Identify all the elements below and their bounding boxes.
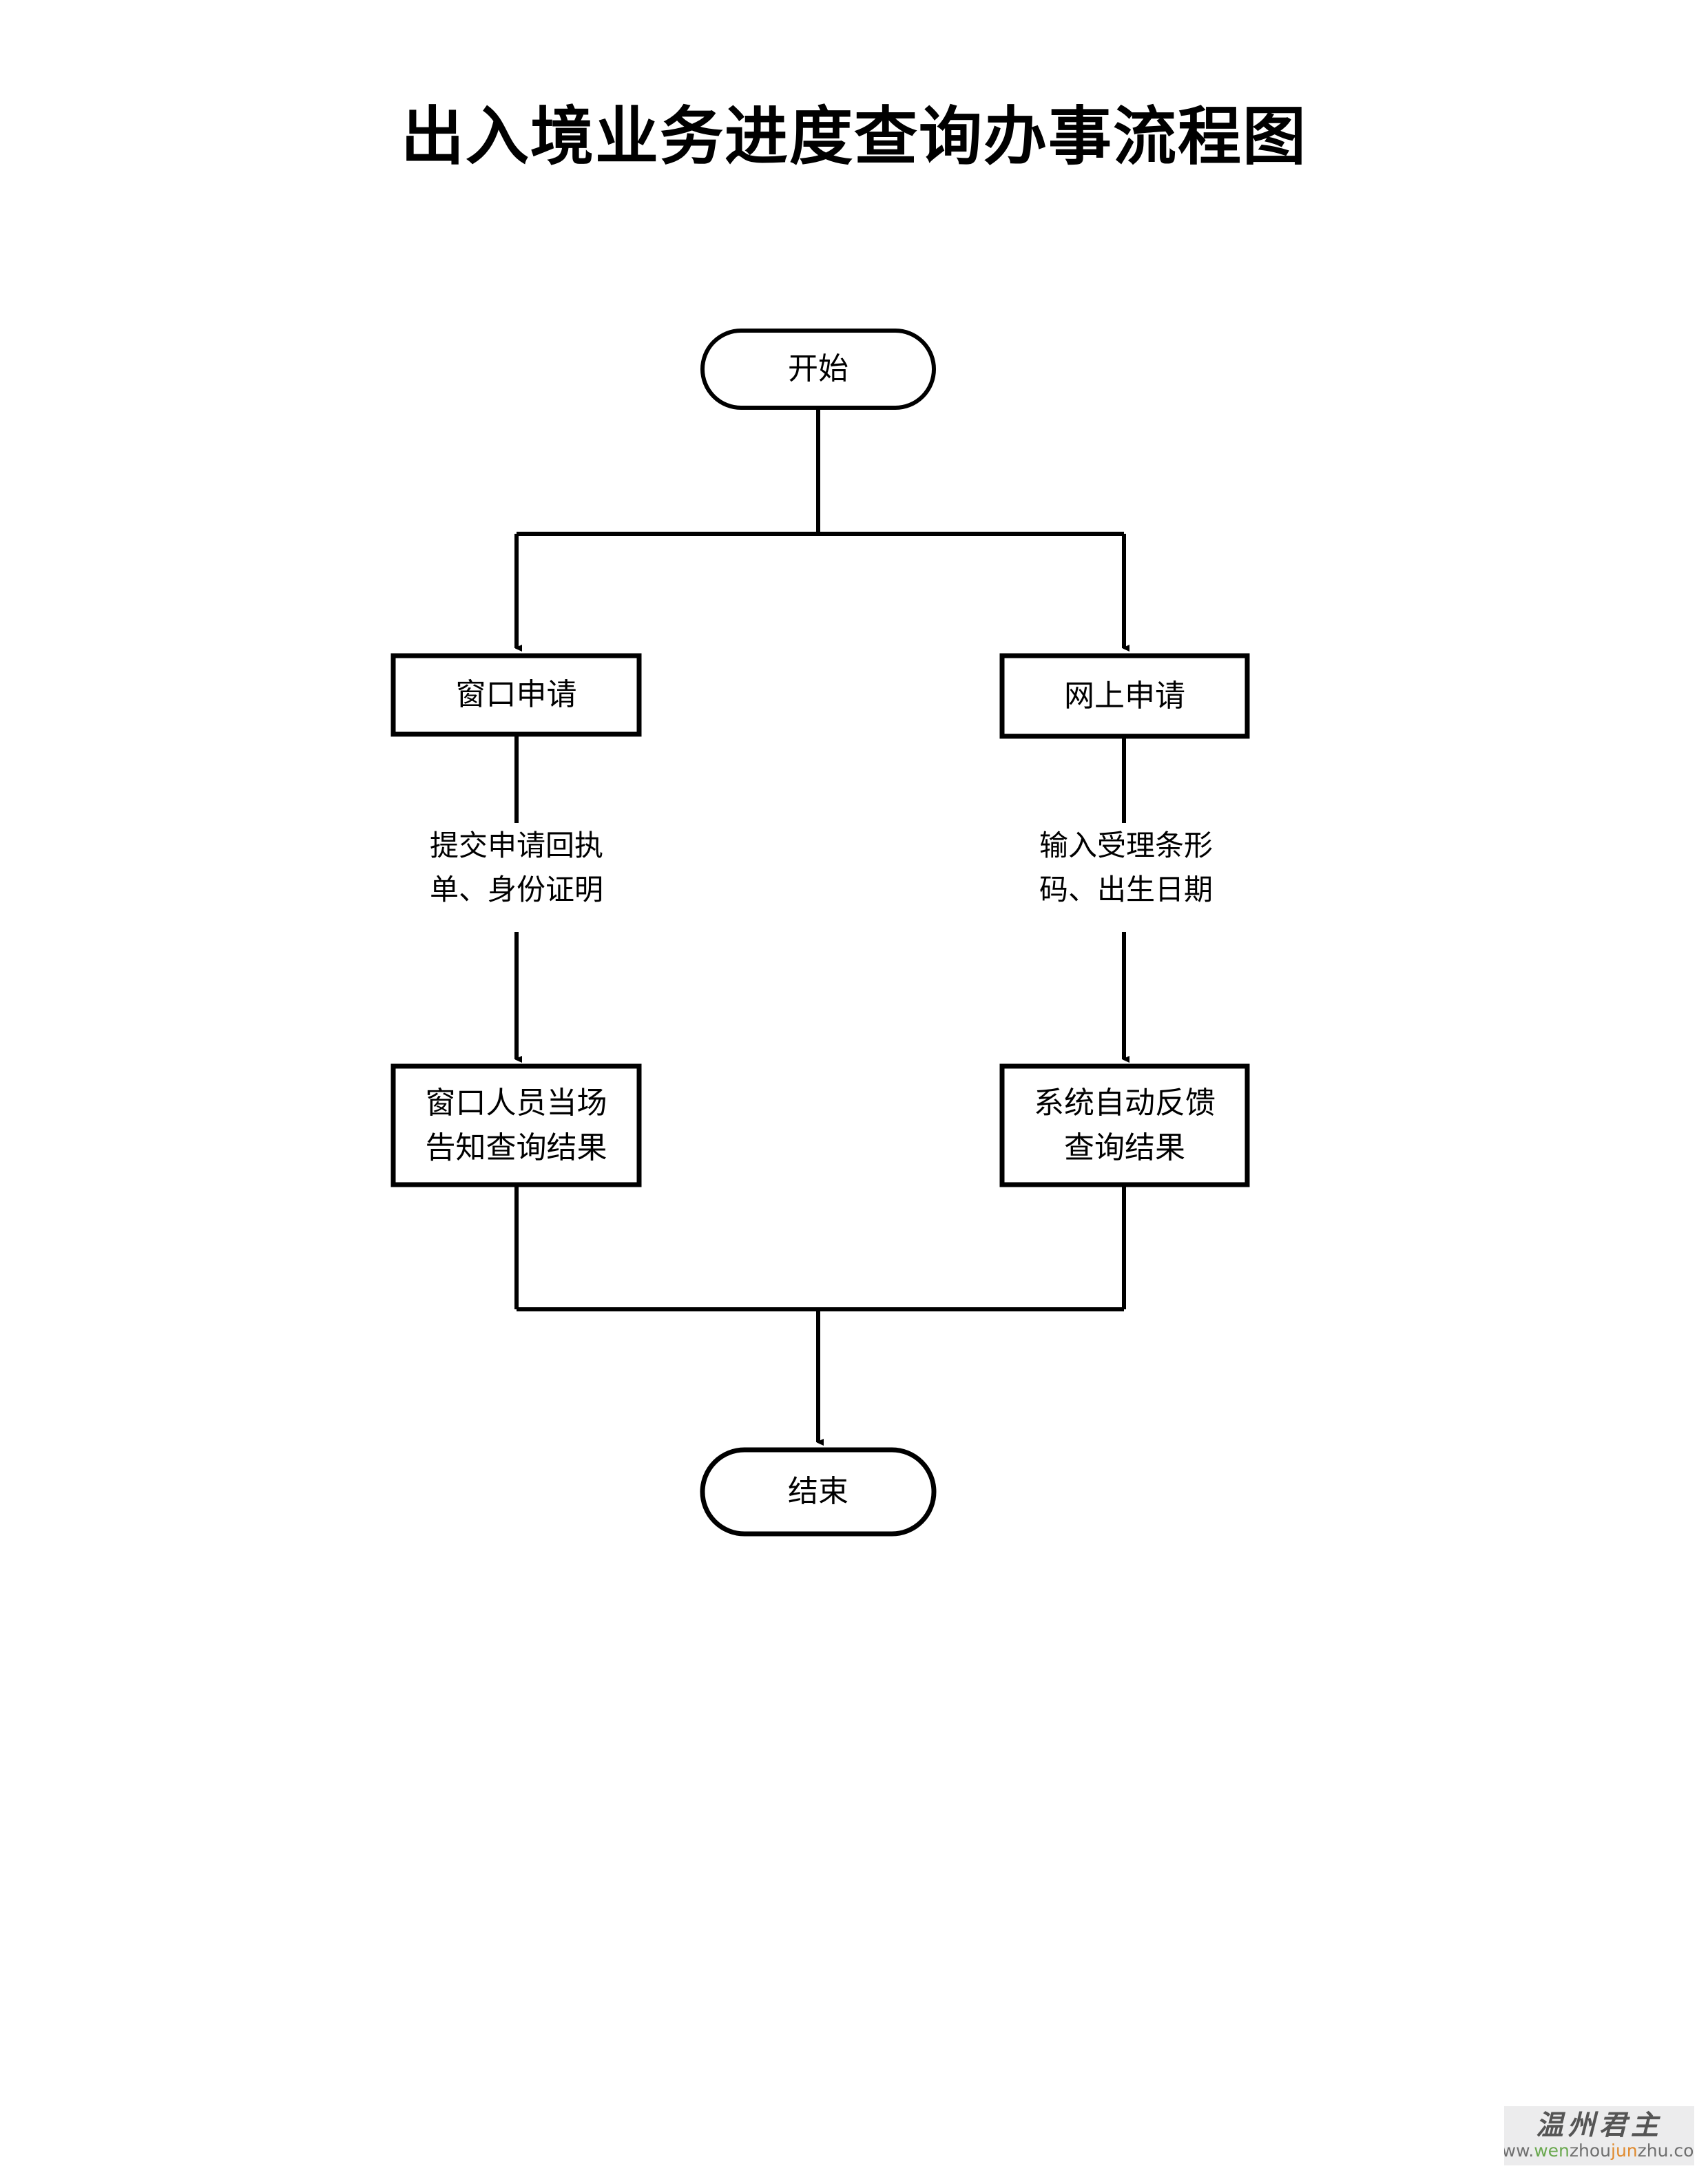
end-node [700, 1447, 937, 1537]
watermark-url-part2: wen [1534, 2140, 1570, 2161]
box-window-apply [390, 653, 642, 737]
box-window-result [390, 1063, 642, 1187]
watermark: 温州君主 www.wenzhoujunzhu.com [1504, 2106, 1694, 2165]
watermark-url: www.wenzhoujunzhu.com [1504, 2141, 1694, 2161]
box-system-result [999, 1063, 1250, 1187]
watermark-url-part1: www. [1504, 2140, 1534, 2161]
watermark-url-part4: jun [1611, 2140, 1638, 2161]
watermark-brand: 温州君主 [1536, 2108, 1663, 2141]
watermark-url-part3: zhou [1569, 2140, 1611, 2161]
watermark-url-part5: zhu.com [1637, 2140, 1694, 2161]
page-title: 出入境业务进度查询办事流程图 [400, 100, 1307, 174]
start-node [700, 329, 936, 410]
box-online-apply [999, 653, 1250, 739]
